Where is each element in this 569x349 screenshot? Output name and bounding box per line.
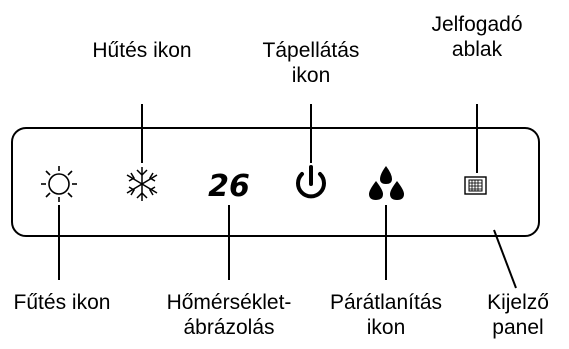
display-panel	[11, 127, 540, 237]
receiver-window-icon	[464, 176, 487, 195]
label-homerseklet-abrazolas: Hőmérséklet- ábrázolás	[166, 291, 292, 339]
sun-icon	[41, 166, 77, 202]
temperature-readout: 26	[208, 169, 250, 204]
leader-kijelzo	[493, 229, 517, 289]
label-hutes-ikon: Hűtés ikon	[92, 39, 192, 62]
label-paratlanitas-ikon: Párátlanítás ikon	[329, 291, 443, 339]
snowflake-icon	[126, 167, 158, 201]
label-kijelzo-panel: Kijelző panel	[487, 291, 549, 339]
label-tapellatas-ikon: Tápellátás ikon	[262, 39, 360, 87]
power-icon	[296, 165, 326, 199]
label-jelfogado-ablak: Jelfogadó ablak	[431, 13, 523, 61]
label-futes-ikon: Fűtés ikon	[13, 291, 111, 314]
droplets-icon	[369, 166, 404, 200]
